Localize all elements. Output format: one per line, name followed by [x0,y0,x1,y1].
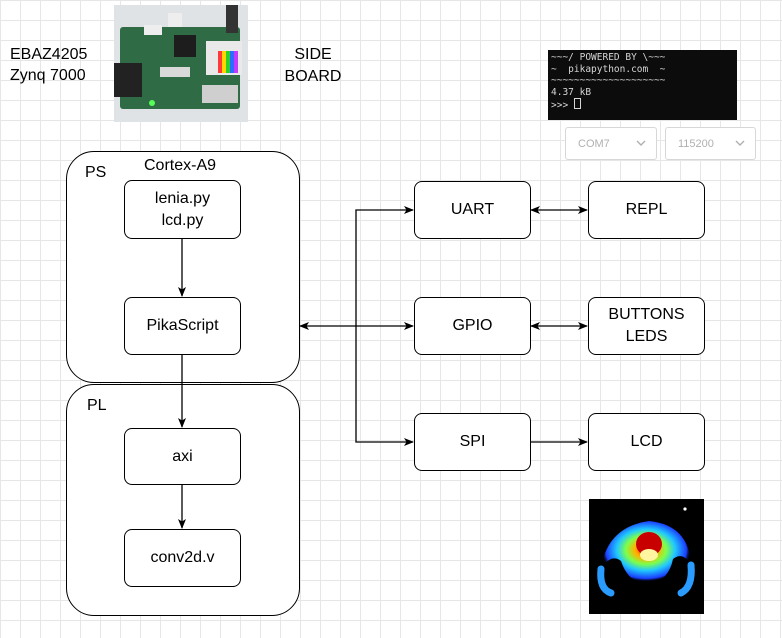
terminal-line: 4.37 kB [551,86,592,98]
axi-block: axi [124,428,241,485]
baud-value: 115200 [678,137,714,150]
terminal-line: ~ pikapython.com ~ [551,63,666,75]
ps-label: PS [85,164,107,181]
spi-block: SPI [414,413,531,471]
port-value: COM7 [578,137,610,150]
chevron-down-icon [735,140,745,146]
gpio-block: GPIO [414,297,531,355]
side-board-label: SIDE BOARD [284,46,342,85]
terminal-prompt-line: >>> [551,98,734,112]
repl-terminal[interactable]: ~~~/ POWERED BY \~~~~ pikapython.com ~~~… [548,50,737,120]
pl-label: PL [87,397,107,414]
pikascript-block: PikaScript [124,297,241,355]
arrow-bus-to-uart [355,206,414,326]
ps-title: Cortex-A9 [144,157,217,174]
board-name-label: EBAZ4205 [10,46,88,63]
repl-label: REPL [625,201,668,218]
conv2d-label: conv2d.v [150,549,215,566]
port-select[interactable]: COM7 [565,127,657,160]
lcd-label: LCD [630,433,663,450]
uart-label: UART [450,201,495,218]
lcd-block: LCD [588,413,705,471]
uart-block: UART [414,181,531,239]
buttons-leds-block: BUTTONS LEDS [588,297,705,355]
gpio-label: GPIO [452,317,493,334]
buttons-leds-label: BUTTONS LEDS [608,306,685,345]
baud-select[interactable]: 115200 [665,127,756,160]
pikascript-label: PikaScript [146,317,219,334]
lenia-heatmap-icon [589,499,704,614]
scripts-block: lenia.py lcd.py [124,180,241,239]
repl-block: REPL [588,181,705,239]
board-chip-label: Zynq 7000 [10,67,86,84]
arrow-bus-to-spi [355,326,414,446]
conv2d-block: conv2d.v [124,529,241,587]
cursor-icon [573,98,581,110]
terminal-line: ~~~/ POWERED BY \~~~ [551,52,666,63]
terminal-line: ~~~~~~~~~~~~~~~~~~~~ [551,75,666,87]
scripts-label: lenia.py lcd.py [154,189,211,229]
pcb-photo-icon [114,5,248,122]
spi-label: SPI [459,433,486,450]
axi-label: axi [172,447,193,465]
terminal-prompt: >>> [551,100,574,112]
chevron-down-icon [636,140,646,146]
